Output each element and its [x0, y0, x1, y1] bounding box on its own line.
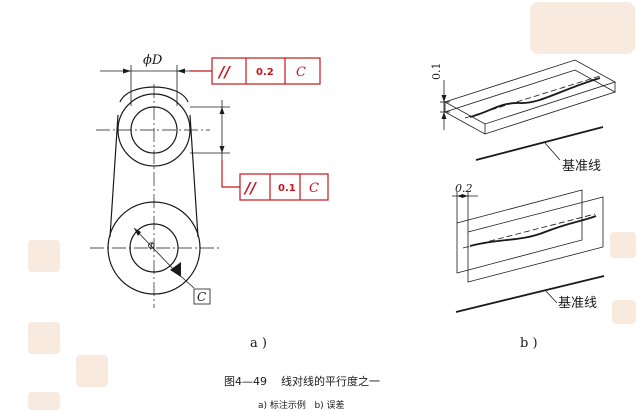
diagram-a: ϕD // 0.2 C // 0.1 C ⌀ — [90, 53, 329, 351]
dim-0-2: 0.2 — [455, 182, 473, 195]
measured-line-top — [469, 77, 601, 118]
frame-bottom-datum: C — [309, 181, 319, 196]
caption-a: a ) — [250, 336, 267, 351]
watermark-group — [28, 2, 636, 410]
figure-title: 图4—49 线对线的平行度之一 — [224, 374, 380, 388]
dim-phiD: ϕD — [143, 53, 163, 68]
frame-top-tolerance: 0.2 — [256, 67, 274, 78]
diagram-b: 0.1 基准线 0.2 基准线 b ) — [430, 59, 617, 351]
dim-0-1: 0.1 — [430, 63, 443, 81]
zone-bottom — [456, 189, 604, 283]
figure-subtitle: a) 标注示例 b) 误差 — [258, 399, 345, 411]
caption-b: b ) — [520, 336, 538, 351]
datum-triangle — [170, 262, 181, 277]
baseline-top-label: 基准线 — [562, 159, 601, 174]
measured-line-bottom — [469, 215, 597, 247]
baseline-bottom — [455, 275, 605, 313]
tolerance-frame-bottom: // 0.1 C — [221, 160, 329, 201]
baseline-top — [475, 126, 604, 161]
frame-bottom-symbol: // — [243, 179, 257, 197]
datum-label: C — [197, 290, 206, 304]
datum-box — [193, 288, 211, 305]
frame-top-symbol: // — [217, 63, 231, 81]
zone-top — [443, 59, 617, 135]
diameter-leader — [133, 227, 177, 273]
frame-bottom-tolerance: 0.1 — [278, 183, 296, 194]
tolerance-frame-top: // 0.2 C — [190, 57, 321, 85]
frame-top-datum: C — [296, 65, 306, 80]
baseline-bottom-label: 基准线 — [558, 296, 597, 311]
